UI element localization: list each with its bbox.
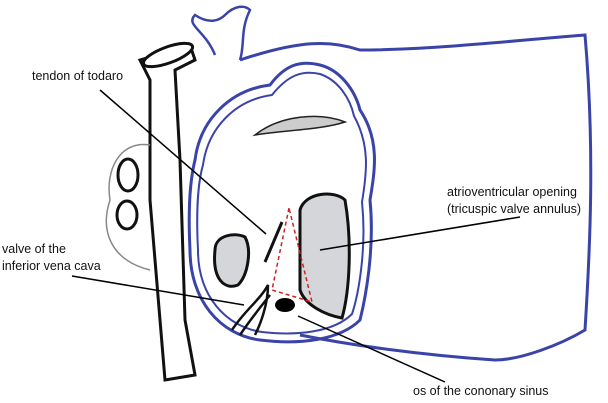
label-av-opening: atrioventricular opening <box>447 185 577 199</box>
coronary-sinus-os <box>275 298 295 312</box>
label-coronary-sinus: os of the cononary sinus <box>413 384 549 398</box>
vena-cava <box>137 43 197 382</box>
vein-opening-2 <box>115 199 139 231</box>
right-atrium-inner <box>196 71 367 335</box>
pulmonary-veins <box>105 143 151 271</box>
leader-tendon <box>99 89 267 235</box>
label-ivc-valve: valve of the <box>2 242 66 256</box>
leader-cs <box>297 315 446 383</box>
label-tendon-of-todaro: tendon of todaro <box>32 69 124 83</box>
leader-ivc <box>71 275 245 306</box>
label-av-opening-sub: (tricuspic valve annulus) <box>447 202 582 216</box>
eustachian-valve <box>230 284 271 336</box>
tendon-line <box>263 221 284 263</box>
leader-av <box>319 216 521 251</box>
vein-opening-1 <box>116 157 140 193</box>
svc-opening <box>141 41 195 69</box>
right-atrium-outer <box>187 61 376 344</box>
heart-outline <box>239 33 593 362</box>
pectinate-muscles <box>252 115 348 137</box>
fossa-ovalis <box>213 233 250 288</box>
tricuspid-annulus <box>298 192 351 320</box>
aorta <box>191 5 252 61</box>
label-ivc-valve-sub: inferior vena cava <box>2 259 101 273</box>
